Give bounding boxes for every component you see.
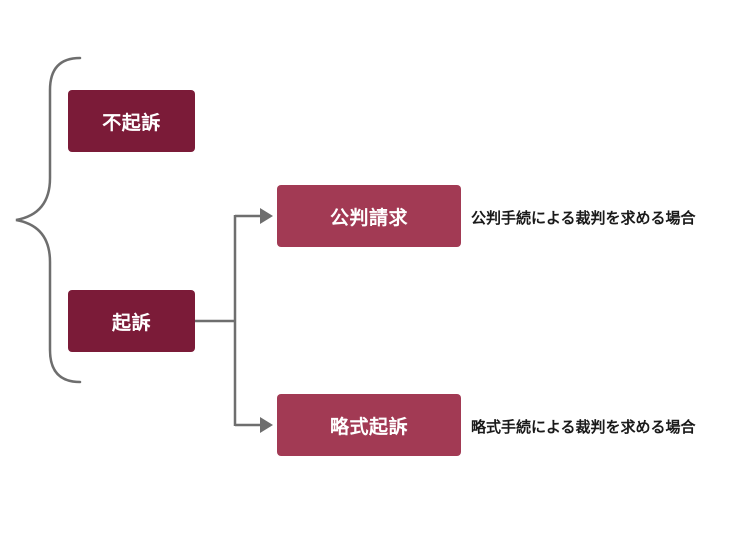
- node-kohan: 公判請求: [277, 185, 461, 247]
- node-kiso: 起訴: [68, 290, 195, 352]
- node-kohan-label: 公判請求: [329, 206, 408, 229]
- description-ryakushiki: 略式手続による裁判を求める場合: [471, 418, 696, 436]
- node-ryakushiki-label: 略式起訴: [329, 415, 408, 438]
- node-fukiso: 不起訴: [68, 90, 195, 152]
- node-fukiso-label: 不起訴: [102, 111, 161, 134]
- node-ryakushiki: 略式起訴: [277, 394, 461, 456]
- arrowhead-kohan: [260, 208, 273, 224]
- description-kohan: 公判手続による裁判を求める場合: [471, 209, 696, 227]
- node-kiso-label: 起訴: [111, 311, 151, 334]
- arrowhead-ryakushiki: [260, 417, 273, 433]
- grouping-brace: [15, 56, 82, 384]
